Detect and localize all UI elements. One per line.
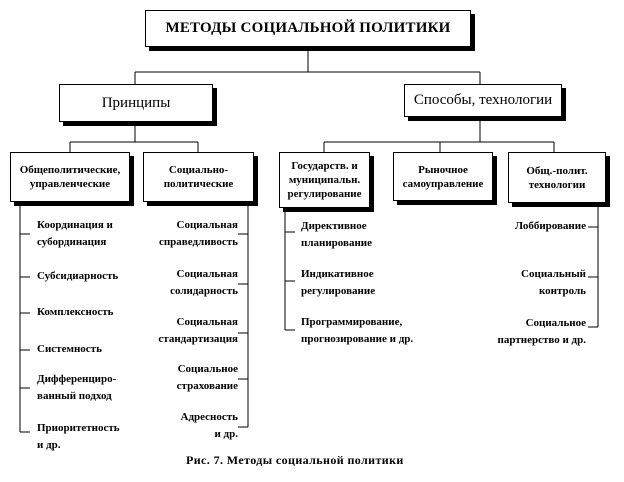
item-gosud-3: Программирование, прогнозирование и др. <box>301 316 414 345</box>
rynoch-box: Рыночное самоуправление <box>393 152 493 201</box>
obshchpolit-box: Общ.-полит. технологии <box>508 152 606 203</box>
principles-box: Принципы <box>59 84 213 122</box>
obshchepol-box: Общеполитические, управленческие <box>10 152 130 202</box>
item-obshchepol-2: Субсидиарность <box>37 270 119 282</box>
item-obshchepol-3: Комплексность <box>37 306 114 318</box>
figure-caption: Рис. 7. Методы социальной политики <box>186 453 404 467</box>
item-sotspol-1: Социальная справедливость <box>158 219 238 248</box>
item-sotspol-3: Социальная стандартизация <box>158 316 238 345</box>
item-sotspol-4: Социальное страхование <box>176 363 238 392</box>
gosud-box: Государств. и муниципальн. регулирование <box>279 152 370 208</box>
item-gosud-1: Директивное планирование <box>301 220 373 249</box>
title-box: МЕТОДЫ СОЦИАЛЬНОЙ ПОЛИТИКИ <box>145 10 471 47</box>
sotspol-label: Социально- политические <box>163 164 234 190</box>
item-obshchepol-1: Координация и субординация <box>37 219 113 248</box>
sotspol-box: Социально- политические <box>143 152 254 202</box>
item-obshchepol-6: Приоритетность и др. <box>37 422 120 451</box>
gosud-label: Государств. и муниципальн. регулирование <box>287 160 362 200</box>
rynoch-label: Рыночное самоуправление <box>402 163 484 190</box>
methods-box: Способы, технологии <box>404 84 562 117</box>
principles-label: Принципы <box>101 94 171 111</box>
item-sotspol-5: Адресность и др. <box>180 411 238 440</box>
methods-label: Способы, технологии <box>413 92 553 108</box>
item-obshchpolit-1: Лоббирование <box>514 220 586 232</box>
title-text: МЕТОДЫ СОЦИАЛЬНОЙ ПОЛИТИКИ <box>165 20 451 36</box>
item-obshchpolit-2: Социальный контроль <box>521 268 586 297</box>
item-obshchepol-4: Системность <box>37 343 102 355</box>
item-gosud-2: Индикативное регулирование <box>301 268 376 297</box>
item-obshchepol-5: Дифференциро- ванный подход <box>37 373 117 402</box>
obshchepol-label: Общеполитические, управленческие <box>19 164 121 190</box>
item-obshchpolit-3: Социальное партнерство и др. <box>497 317 586 346</box>
item-sotspol-2: Социальная солидарность <box>170 268 238 297</box>
obshchpolit-label: Общ.-полит. технологии <box>526 164 588 191</box>
